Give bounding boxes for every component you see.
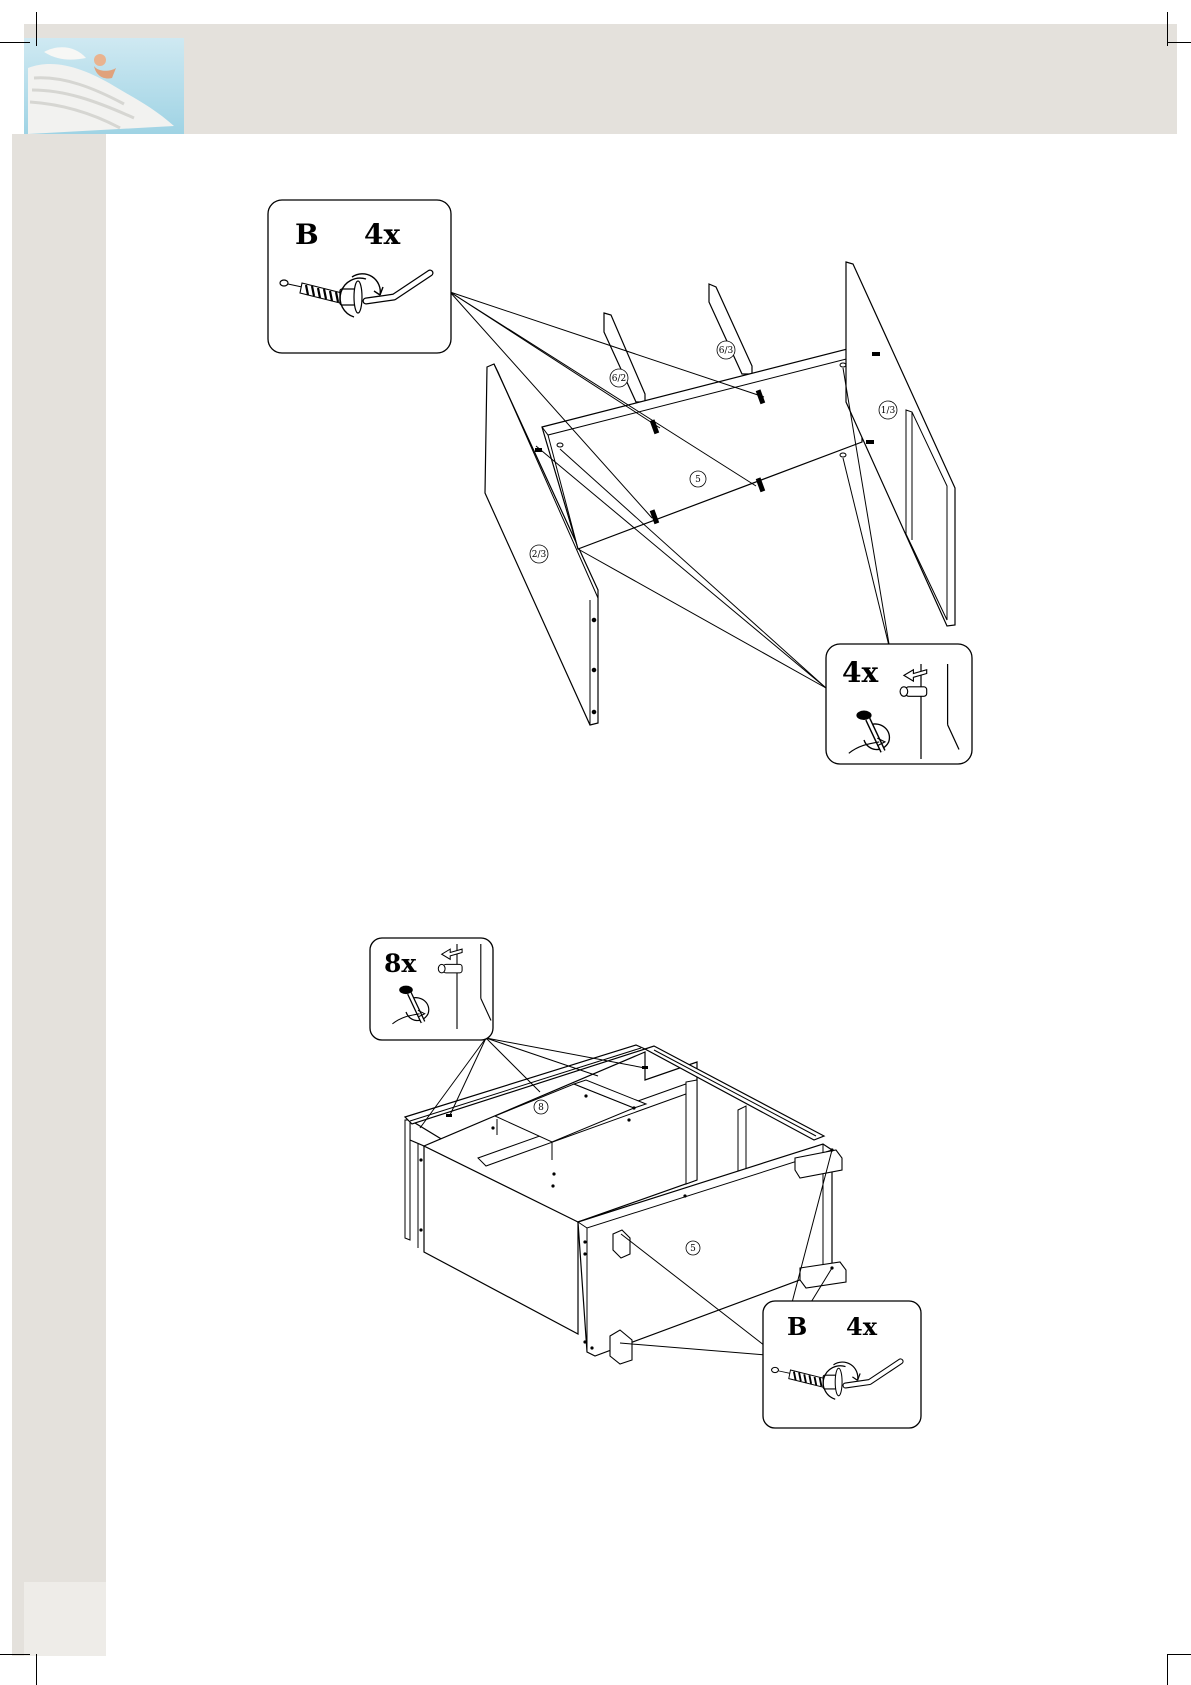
part-label-5: 5 (686, 1241, 700, 1255)
svg-text:B: B (787, 1312, 807, 1341)
part-label-6-3: 6/3 (717, 341, 735, 359)
part-label-8: 8 (534, 1100, 548, 1114)
step1-callout-dowel: 4x (826, 644, 972, 764)
svg-text:6/2: 6/2 (612, 374, 626, 384)
side-panel (846, 262, 955, 626)
divider-panel (709, 284, 752, 374)
svg-text:6/3: 6/3 (719, 346, 734, 356)
svg-text:2/3: 2/3 (532, 550, 547, 560)
svg-text:B: B (295, 218, 319, 251)
step1-callout-cam-bolt: B 4x (268, 200, 451, 353)
svg-text:4x: 4x (842, 656, 878, 689)
divider-panel (604, 313, 645, 402)
step2-callout-cam-bolt: B 4x (763, 1301, 921, 1428)
part-label-6-2: 6/2 (610, 369, 628, 387)
part-label-1-3: 1/3 (879, 401, 897, 419)
svg-text:4x: 4x (846, 1312, 878, 1341)
svg-text:8: 8 (538, 1103, 544, 1113)
part-label-5: 5 (690, 471, 706, 487)
svg-text:1/3: 1/3 (881, 406, 896, 416)
svg-text:5: 5 (695, 475, 701, 485)
svg-text:8x: 8x (384, 949, 417, 978)
svg-text:5: 5 (690, 1244, 696, 1254)
part-label-2-3: 2/3 (530, 545, 548, 563)
svg-text:4x: 4x (364, 218, 400, 251)
step2-callout-dowel: 8x (370, 938, 493, 1040)
